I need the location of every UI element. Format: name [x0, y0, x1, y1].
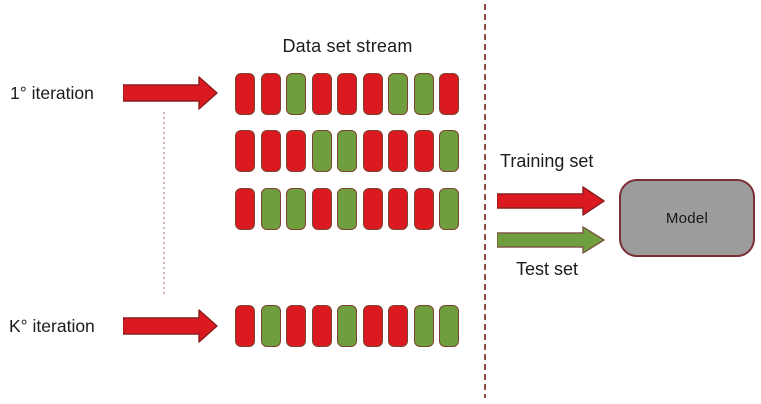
test-sample-block: [337, 305, 357, 347]
iteration-k-label: K° iteration: [9, 316, 95, 336]
iteration-1-arrow-icon: [123, 76, 218, 110]
iteration-3-row: [235, 188, 459, 230]
training-sample-block: [413, 130, 434, 172]
test-sample-block: [260, 305, 281, 347]
test-set-label: Test set: [516, 259, 579, 279]
iteration-1-row: [235, 73, 459, 115]
test-sample-block: [260, 188, 281, 230]
model-label: Model: [665, 209, 709, 227]
test-sample-block: [439, 130, 459, 172]
iteration-2-row: [235, 130, 459, 172]
training-sample-block: [388, 188, 408, 230]
training-sample-block: [337, 73, 357, 115]
training-sample-block: [286, 130, 306, 172]
separator-dashed-line: [484, 4, 486, 398]
test-sample-block: [439, 305, 459, 347]
test-sample-block: [439, 188, 459, 230]
model-box: Model: [619, 179, 755, 257]
iteration-k-arrow-icon: [123, 309, 218, 343]
training-set-arrow-icon: [497, 186, 605, 216]
training-sample-block: [311, 188, 332, 230]
test-sample-block: [286, 73, 306, 115]
training-sample-block: [413, 188, 434, 230]
training-sample-block: [362, 305, 383, 347]
training-sample-block: [388, 130, 408, 172]
training-sample-block: [439, 73, 459, 115]
training-sample-block: [362, 73, 383, 115]
test-sample-block: [337, 130, 357, 172]
test-sample-block: [337, 188, 357, 230]
diagram-title: Data set stream: [282, 36, 413, 56]
training-sample-block: [362, 188, 383, 230]
training-sample-block: [235, 188, 255, 230]
iteration-k-row: [235, 305, 459, 347]
iterations-ellipsis-line: [163, 112, 165, 294]
iteration-1-label: 1° iteration: [10, 83, 94, 103]
test-sample-block: [286, 188, 306, 230]
training-sample-block: [311, 73, 332, 115]
training-sample-block: [235, 305, 255, 347]
training-sample-block: [311, 305, 332, 347]
test-sample-block: [413, 305, 434, 347]
training-sample-block: [260, 130, 281, 172]
test-sample-block: [311, 130, 332, 172]
test-sample-block: [388, 73, 408, 115]
training-sample-block: [286, 305, 306, 347]
test-set-arrow-icon: [497, 226, 605, 254]
training-sample-block: [388, 305, 408, 347]
test-sample-block: [413, 73, 434, 115]
training-sample-block: [362, 130, 383, 172]
training-set-label: Training set: [500, 151, 594, 171]
training-sample-block: [235, 130, 255, 172]
training-sample-block: [260, 73, 281, 115]
training-sample-block: [235, 73, 255, 115]
